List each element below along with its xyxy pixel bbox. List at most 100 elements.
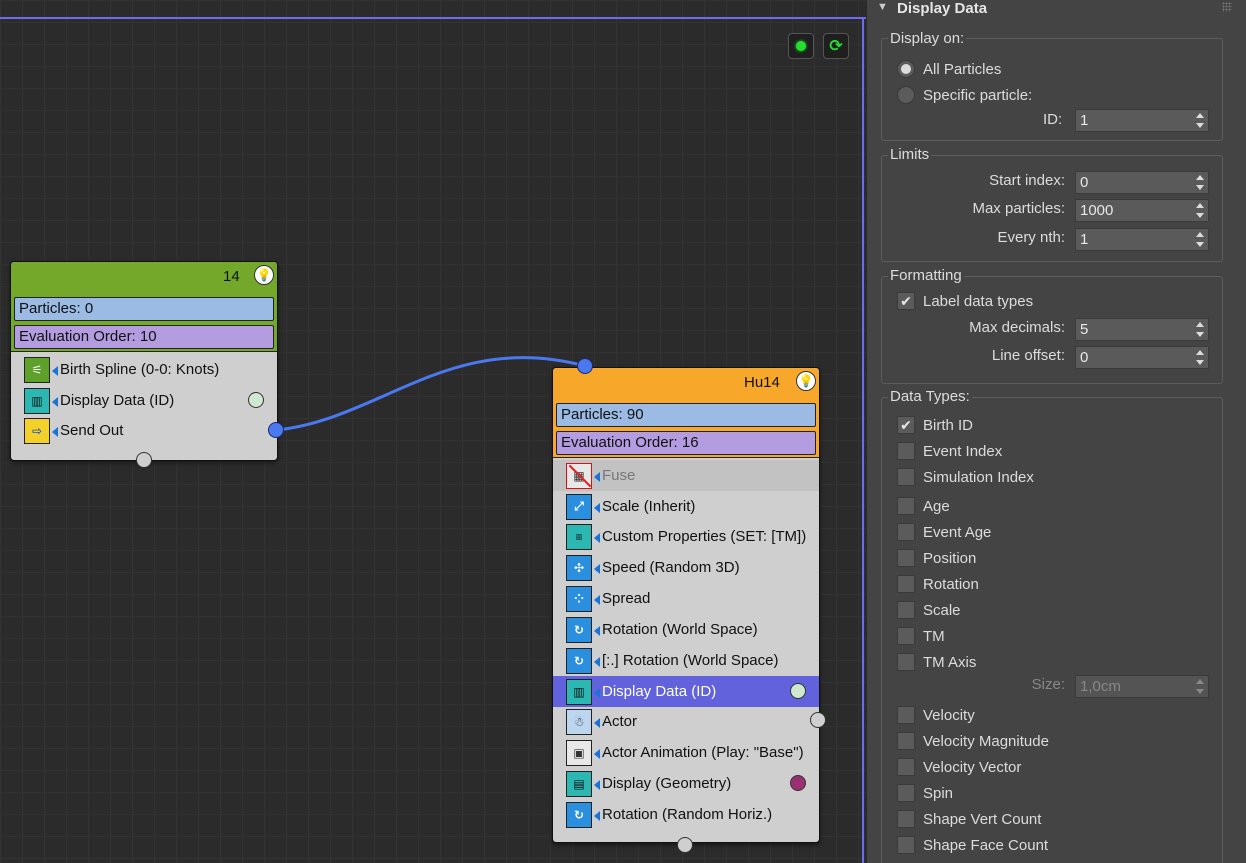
operator-label: Send Out [60,422,124,439]
operator-label: Display (Geometry) [602,775,732,792]
display-color-swatch[interactable] [790,683,806,699]
checkbox-label[interactable]: Event Age [923,524,992,541]
event-node-14[interactable]: 14 💡 Particles: 0 Evaluation Order: 10 ⚟… [10,261,278,461]
operator-actor[interactable]: ☃ Actor [553,706,819,737]
particle-flow-canvas[interactable]: ⟳ 14 💡 Particles: 0 Evaluation Order: 10… [0,0,866,863]
operator-label: Rotation (Random Horiz.) [602,806,773,823]
operator-actor-animation[interactable]: ▣ Actor Animation (Play: "Base") [553,737,819,768]
operator-send-out[interactable]: ⇨ Send Out [11,415,277,446]
rotation-checkbox[interactable] [897,575,915,593]
checkbox-label[interactable]: Shape Vert Count [923,811,1042,828]
operator-birth-spline[interactable]: ⚟ Birth Spline (0-0: Knots) [11,354,277,385]
checkbox-label[interactable]: Velocity [923,707,975,724]
checkbox-label[interactable]: TM [923,628,945,645]
node-output-socket[interactable] [136,452,152,468]
spinner-arrows-icon[interactable] [1196,113,1204,128]
spinner-arrows-icon[interactable] [1196,322,1204,337]
age-checkbox[interactable] [897,497,915,515]
checkbox-label[interactable]: Velocity Magnitude [923,733,1049,750]
canvas-focus-border [0,17,866,19]
refresh-icon: ⟳ [829,38,843,55]
output-port[interactable] [268,422,284,438]
checkbox-label[interactable]: TM Axis [923,654,977,671]
display-color-swatch[interactable] [248,392,264,408]
spinner-arrows-icon[interactable] [1196,232,1204,247]
velocity-magnitude-checkbox[interactable] [897,732,915,750]
canvas-focus-border [862,17,864,863]
axis-size-spinner[interactable]: 1,0cm [1075,675,1209,698]
operator-speed[interactable]: ✣ Speed (Random 3D) [553,552,819,583]
position-checkbox[interactable] [897,549,915,567]
checkbox-label[interactable]: Event Index [923,443,1003,460]
checkbox-label[interactable]: Label data types [923,293,1034,310]
spinner-arrows-icon[interactable] [1196,203,1204,218]
event-age-checkbox[interactable] [897,523,915,541]
tm-checkbox[interactable] [897,627,915,645]
display-color-swatch[interactable] [790,775,806,791]
shape-face-count-checkbox[interactable] [897,836,915,854]
spinner-arrows-icon[interactable] [1196,679,1204,694]
operator-scale[interactable]: ⤢ Scale (Inherit) [553,491,819,522]
rollout-grip-icon[interactable] [1222,2,1232,12]
lightbulb-icon[interactable]: 💡 [796,371,816,391]
velocity-vector-checkbox[interactable] [897,758,915,776]
checkbox-label[interactable]: Simulation Index [923,469,1034,486]
rollout-collapse-icon[interactable]: ▼ [877,1,888,13]
spin-checkbox[interactable] [897,784,915,802]
radio-label[interactable]: Specific particle: [923,87,1033,104]
checkbox-label[interactable]: Position [923,550,977,567]
checkbox-label[interactable]: Rotation [923,576,979,593]
max-particles-spinner[interactable]: 1000 [1075,199,1209,222]
checkbox-label[interactable]: Scale [923,602,961,619]
speed-icon: ✣ [566,554,600,581]
particle-id-spinner[interactable]: 1 [1075,109,1209,132]
scale-checkbox[interactable] [897,601,915,619]
event-wire[interactable] [0,0,866,863]
event-index-checkbox[interactable] [897,442,915,460]
status-indicator-button[interactable] [788,33,814,59]
max-decimals-spinner[interactable]: 5 [1075,318,1209,341]
checkbox-label[interactable]: Birth ID [923,417,974,434]
lightbulb-icon[interactable]: 💡 [254,265,274,285]
start-index-spinner[interactable]: 0 [1075,171,1209,194]
display-data-icon: ▥ [566,678,600,705]
velocity-checkbox[interactable] [897,706,915,724]
operator-custom-properties[interactable]: ≡ Custom Properties (SET: [TM]) [553,521,819,552]
checkbox-label[interactable]: Shape Face Count [923,837,1049,854]
refresh-button[interactable]: ⟳ [823,33,849,59]
spinner-value: 1000 [1080,202,1114,219]
checkbox-label[interactable]: Spin [923,785,954,802]
simulation-index-checkbox[interactable] [897,468,915,486]
scale-icon: ⤢ [566,493,600,520]
specific-particle-radio[interactable] [897,86,915,104]
evaluation-order-badge: Evaluation Order: 16 [556,431,816,455]
event-node-header[interactable]: 14 💡 Particles: 0 Evaluation Order: 10 [11,262,277,352]
actor-output-socket[interactable] [810,712,826,728]
operator-display-data[interactable]: ▥ Display Data (ID) [553,676,819,707]
operator-fuse[interactable]: ▦ Fuse [553,460,819,491]
operator-spread[interactable]: ⁘ Spread [553,583,819,614]
checkbox-label[interactable]: Velocity Vector [923,759,1022,776]
event-node-hu14[interactable]: Hu14 💡 Particles: 90 Evaluation Order: 1… [552,367,820,843]
label-data-types-checkbox[interactable]: ✔ [897,292,915,310]
input-port[interactable] [577,358,593,374]
operator-rotation-world[interactable]: ↻ Rotation (World Space) [553,614,819,645]
operator-display-geometry[interactable]: ▤ Display (Geometry) [553,768,819,799]
spinner-arrows-icon[interactable] [1196,175,1204,190]
operator-rotation-random[interactable]: ↻ Rotation (Random Horiz.) [553,799,819,830]
radio-label[interactable]: All Particles [923,61,1002,78]
operator-rotation-world-2[interactable]: ↻ [:.] Rotation (World Space) [553,645,819,676]
evaluation-order-badge: Evaluation Order: 10 [14,325,274,349]
operator-display-data[interactable]: ▥ Display Data (ID) [11,385,277,416]
checkbox-label[interactable]: Age [923,498,950,515]
shape-vert-count-checkbox[interactable] [897,810,915,828]
birth-id-checkbox[interactable]: ✔ [897,416,915,434]
spinner-arrows-icon[interactable] [1196,350,1204,365]
node-output-socket[interactable] [677,837,693,853]
line-offset-spinner[interactable]: 0 [1075,346,1209,369]
rollout-title[interactable]: Display Data [897,0,988,17]
tm-axis-checkbox[interactable] [897,653,915,671]
every-nth-spinner[interactable]: 1 [1075,228,1209,251]
event-node-header[interactable]: Hu14 💡 Particles: 90 Evaluation Order: 1… [553,368,819,458]
all-particles-radio[interactable] [897,60,915,78]
